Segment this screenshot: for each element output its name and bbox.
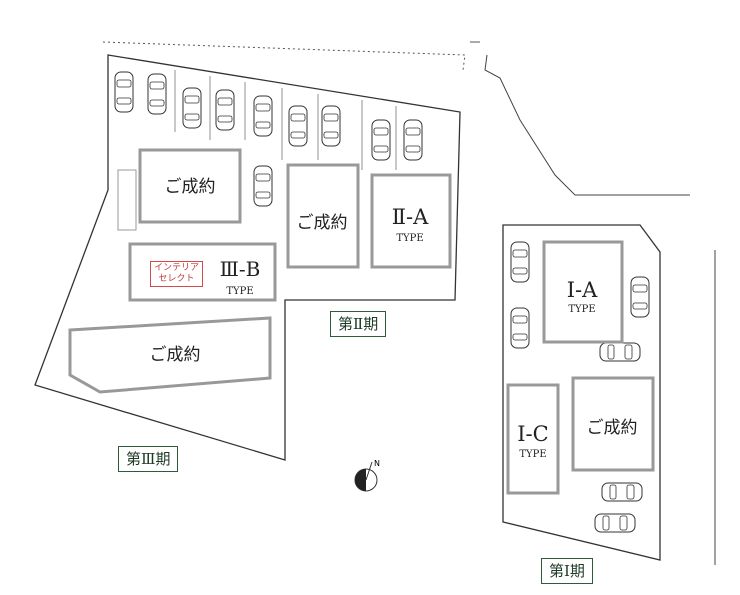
lot-sold-d-outline xyxy=(571,376,655,472)
lot-iiib-label: Ⅲ-B xyxy=(220,257,261,281)
phase3-label: 第Ⅲ期 xyxy=(118,446,179,472)
lot-ia-outline xyxy=(542,240,624,344)
lot-ia-label: Ⅰ-A xyxy=(567,278,598,302)
interior-select-line2: セレクト xyxy=(158,274,195,284)
lot-iia-type: TYPE xyxy=(396,233,423,244)
lot-sold-a-label: ご成約 xyxy=(165,177,216,197)
lot-sold-c-outline xyxy=(68,316,272,394)
lot-sold-a-outline xyxy=(138,148,242,224)
lot-sold-c-label: ご成約 xyxy=(150,345,201,365)
lot-ic-label: Ⅰ-C xyxy=(517,422,548,446)
compass-icon: N xyxy=(354,459,380,492)
parking-row xyxy=(174,70,397,170)
compass-north-label: N xyxy=(374,459,380,468)
lot-sold-d-label: ご成約 xyxy=(587,418,638,438)
lot-iia-outline xyxy=(370,173,452,269)
lot-sold-b-label: ご成約 xyxy=(297,213,348,233)
lot-iiib-type: TYPE xyxy=(226,286,253,297)
lot-sold-b-outline xyxy=(286,163,360,269)
phase1-label: 第Ⅰ期 xyxy=(541,558,593,584)
lot-iia-label: Ⅱ-A xyxy=(392,205,429,229)
lot-ic-outline xyxy=(506,383,560,495)
lot-ia-type: TYPE xyxy=(568,304,595,315)
phase2-label: 第Ⅱ期 xyxy=(330,311,387,337)
interior-select-line1: インテリア xyxy=(154,263,200,273)
road-edge xyxy=(102,41,466,71)
road-boundary xyxy=(484,54,690,196)
lot-ic-type: TYPE xyxy=(519,449,546,460)
interior-select-badge: インテリア セレクト xyxy=(150,261,204,287)
